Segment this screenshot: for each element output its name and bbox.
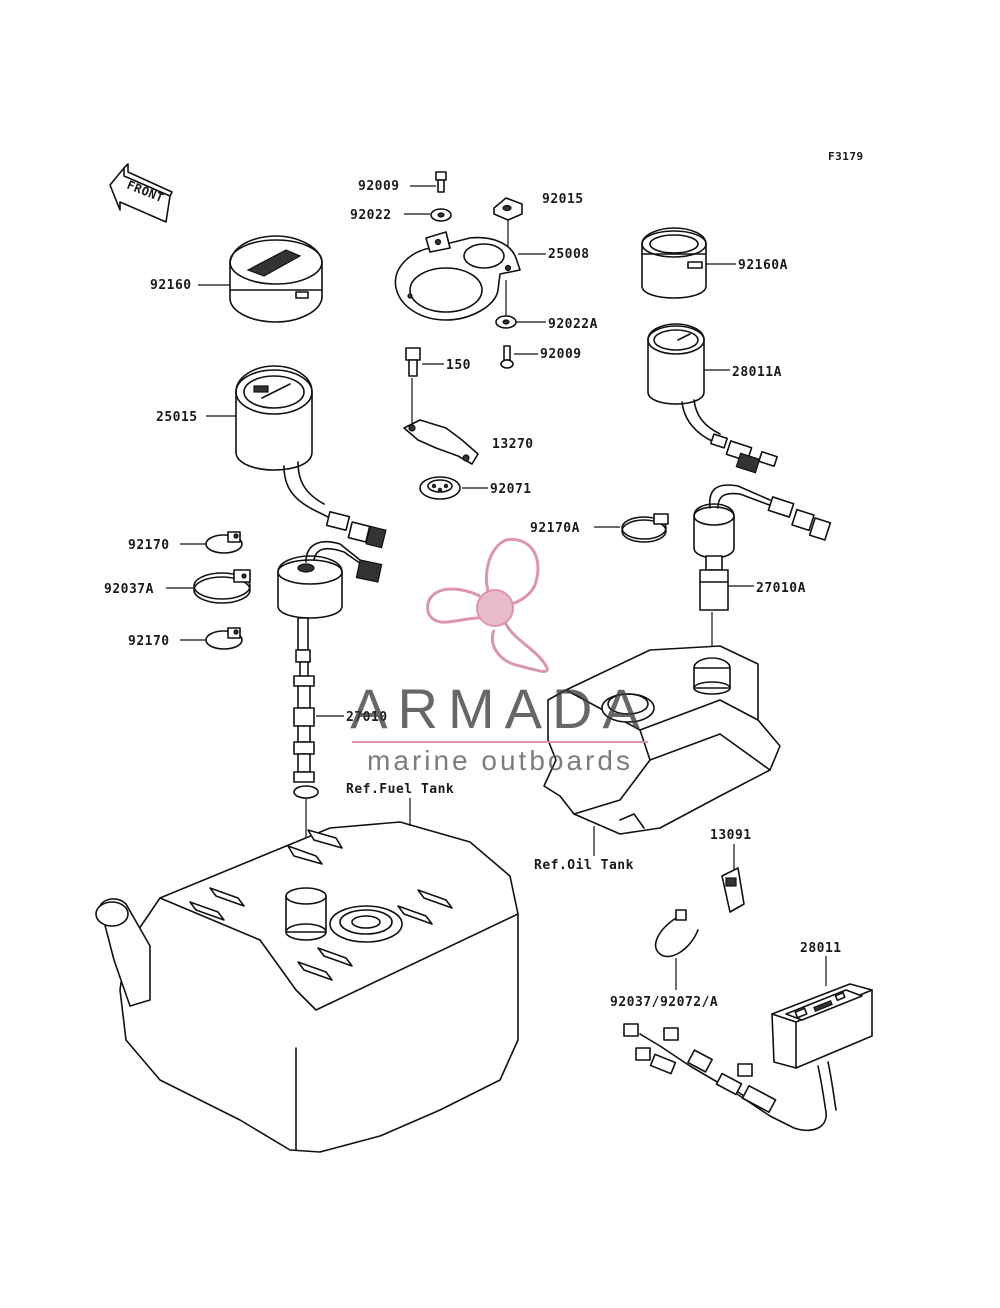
oil-tank [543, 645, 781, 835]
label-92071: 92071 [490, 482, 532, 497]
meter-28011a [647, 323, 778, 474]
label-92170-lower: 92170 [128, 634, 170, 649]
bolt-92009-top [435, 171, 447, 193]
label-25008: 25008 [548, 247, 590, 262]
label-13270: 13270 [492, 437, 534, 452]
watermark-tagline: marine outboards [367, 745, 633, 776]
propeller-hub-icon [476, 589, 514, 627]
label-28011a: 28011A [732, 365, 782, 380]
oil-sender-27010a [693, 484, 832, 611]
fuel-tank-ribs [189, 829, 453, 981]
grommet-92071 [419, 476, 461, 500]
label-150: 150 [446, 358, 471, 373]
label-92170a: 92170A [530, 521, 580, 536]
label-27010: 27010 [346, 710, 388, 725]
clamp-92170-upper [205, 531, 243, 554]
label-92170-upper: 92170 [128, 538, 170, 553]
label-27010a: 27010A [756, 581, 806, 596]
holder-13091 [721, 867, 745, 913]
nut-92015 [493, 197, 523, 221]
label-92160a: 92160A [738, 258, 788, 273]
label-25015: 25015 [156, 410, 198, 425]
label-92037a: 92037A [104, 582, 154, 597]
bolt-92009-mid [500, 345, 514, 369]
label-92160: 92160 [150, 278, 192, 293]
washer-92022 [430, 208, 452, 222]
watermark-brand: ARMADA [350, 677, 650, 740]
clamp-92037a [193, 569, 251, 604]
propeller-logo-icon [426, 537, 549, 673]
label-28011: 28011 [800, 941, 842, 956]
cover-92160a [641, 227, 707, 299]
label-13091: 13091 [710, 828, 752, 843]
bolt-150 [405, 347, 421, 377]
fuel-tank [95, 821, 519, 1153]
stay-13270 [403, 419, 479, 465]
label-92009-mid: 92009 [540, 347, 582, 362]
fuel-sender-27010 [277, 540, 383, 799]
ref-fuel-tank-label: Ref.Fuel Tank [346, 782, 454, 797]
label-92037-92072: 92037/92072/A [610, 995, 718, 1010]
clamp-92170a [621, 513, 669, 543]
label-92015: 92015 [542, 192, 584, 207]
band-92037-92072 [654, 909, 699, 958]
ref-oil-tank-label: Ref.Oil Tank [534, 858, 634, 873]
meter-28011 [623, 983, 873, 1132]
label-92009-top: 92009 [358, 179, 400, 194]
meter-25015 [235, 365, 387, 549]
cover-92160 [229, 235, 323, 323]
bracket-25008 [394, 231, 521, 321]
washer-92022a [495, 315, 517, 329]
label-92022: 92022 [350, 208, 392, 223]
clamp-92170-lower [205, 627, 243, 650]
watermark: ARMADA marine outboards [350, 537, 650, 776]
front-arrow-icon: FRONT [109, 163, 173, 223]
label-92022a: 92022A [548, 317, 598, 332]
diagram-code: F3179 [828, 150, 864, 163]
